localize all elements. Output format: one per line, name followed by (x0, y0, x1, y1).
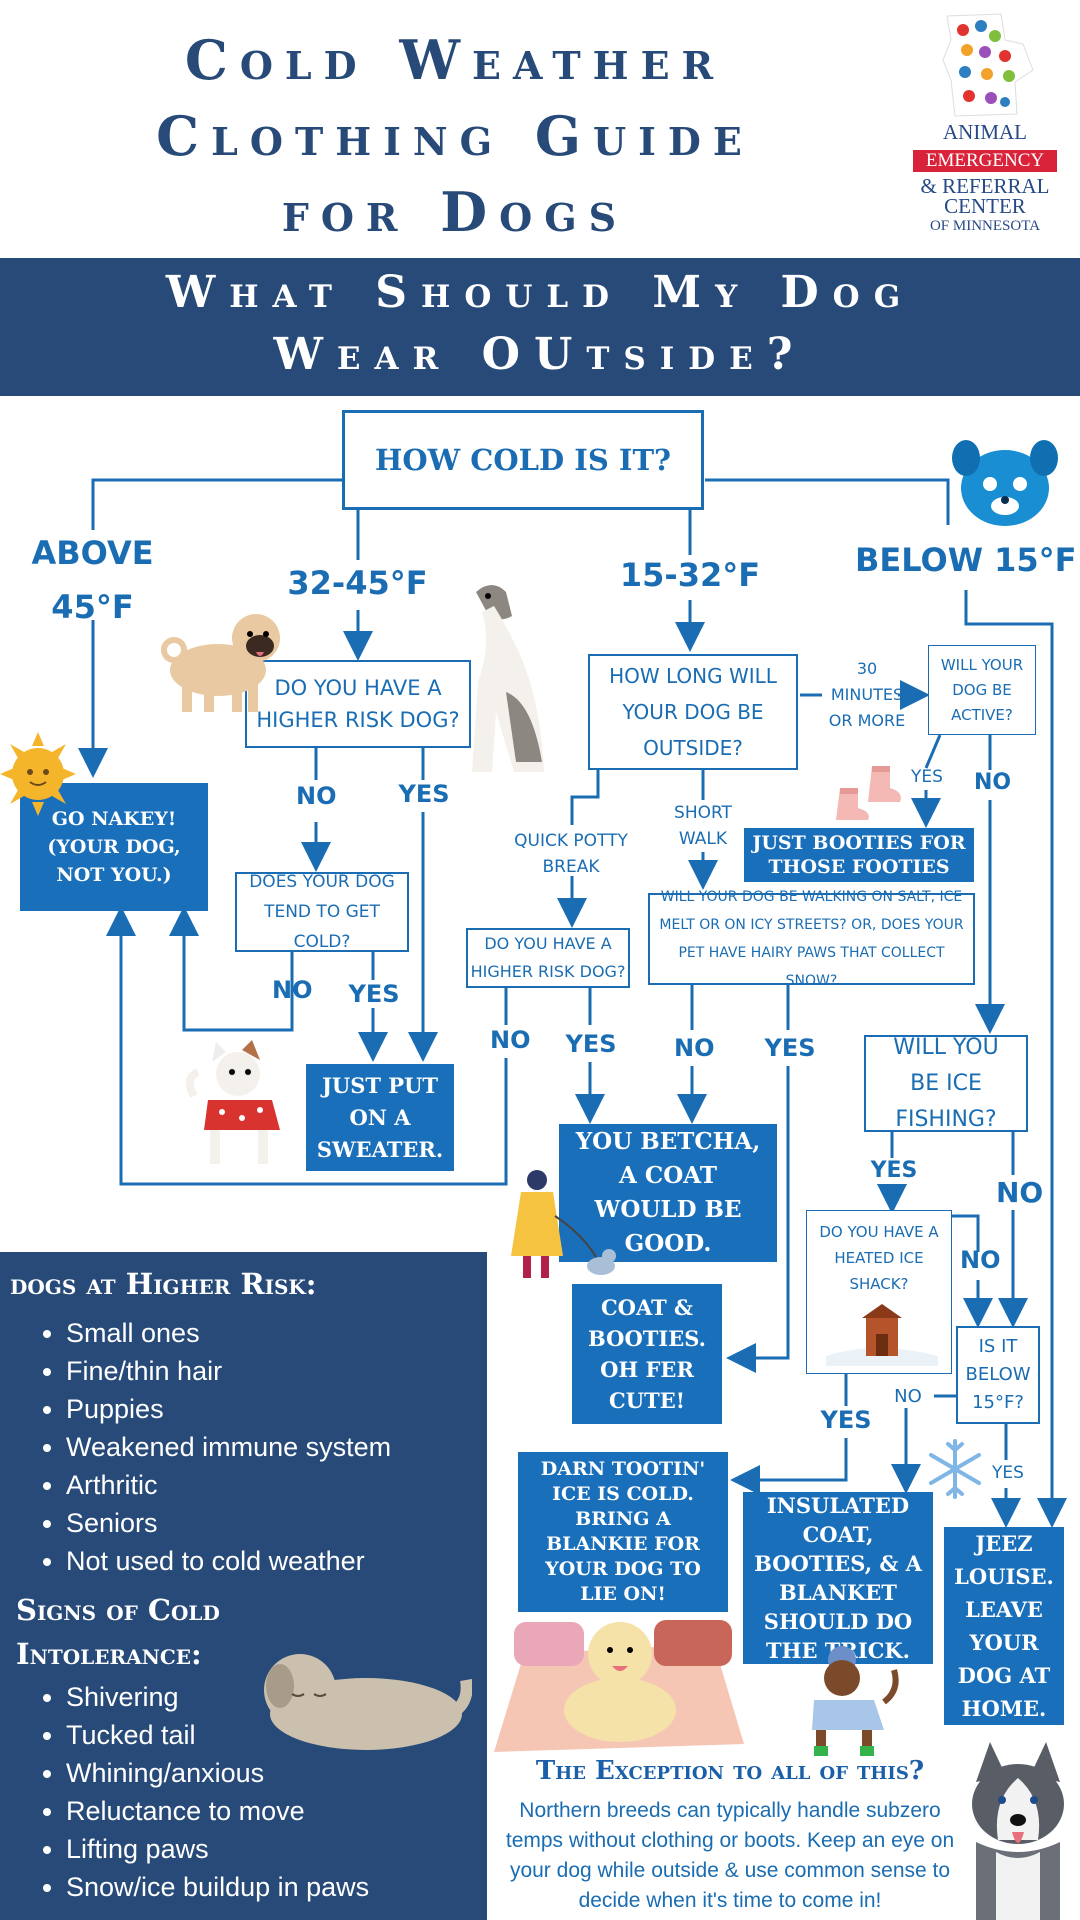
label-no: NO (296, 782, 337, 810)
label-short-walk: SHORT WALK (674, 803, 732, 849)
label-yes: YES (398, 780, 450, 808)
list-item: Fine/thin hair (66, 1352, 391, 1390)
ice-fishing-question: WILL YOU BE ICE FISHING? (864, 1035, 1028, 1132)
higher-risk-list: Small ones Fine/thin hair Puppies Weaken… (38, 1314, 391, 1580)
below-15-question: IS IT BELOW 15°F? (956, 1326, 1040, 1424)
answer-blankie: DARN TOOTIN' ICE IS COLD. BRING A BLANKI… (518, 1452, 728, 1612)
title-line-3: for Dogs (281, 180, 629, 244)
list-item: Small ones (66, 1314, 391, 1352)
signs-heading-line-1: Signs of Cold (16, 1593, 220, 1627)
label-no: NO (894, 1386, 922, 1407)
higher-risk-question-2: DO YOU HAVE A HIGHER RISK DOG? (466, 928, 630, 988)
greyhound-dog-icon (472, 585, 544, 772)
title-line-1: Cold Weather (184, 28, 726, 92)
snowflake-dog-icon (952, 440, 1058, 526)
snowflake-icon (929, 1439, 981, 1499)
label-no: NO (272, 976, 313, 1004)
answer-coat: YOU BETCHA, A COAT WOULD BE GOOD. (559, 1124, 777, 1262)
label-yes: YES (820, 1406, 872, 1434)
how-long-question: HOW LONG WILL YOUR DOG BE OUTSIDE? (588, 654, 798, 770)
answer-coat-booties: COAT & BOOTIES. OH FER CUTE! (572, 1284, 722, 1424)
signs-heading-line-2: Intolerance: (16, 1637, 202, 1671)
label-no: NO (490, 1026, 531, 1054)
temp-above-45-line-2: 45°F (51, 588, 134, 626)
temp-above-45-line-1: ABOVE (31, 534, 154, 572)
ice-shack-icon (826, 1304, 938, 1366)
label-yes: YES (870, 1158, 918, 1183)
will-active-question: WILL YOUR DOG BE ACTIVE? (928, 645, 1036, 735)
label-no: NO (974, 770, 1012, 795)
banner-line-1: What Should My Dog (165, 267, 915, 318)
list-item: Arthritic (66, 1466, 391, 1504)
signs-heading: Signs of Cold Intolerance: (16, 1588, 220, 1676)
answer-booties: JUST BOOTIES FOR THOSE FOOTIES (744, 828, 974, 882)
salt-ice-question: WILL YOUR DOG BE WALKING ON SALT, ICE ME… (648, 889, 975, 989)
temp-32-45: 32-45°F (287, 564, 428, 602)
higher-risk-question-1: DO YOU HAVE A HIGHER RISK DOG? (245, 660, 471, 748)
label-yes: YES (992, 1463, 1024, 1483)
logo-line-3: & REFERRAL (920, 174, 1050, 198)
answer-sweater: JUST PUT ON A SWEATER. (306, 1064, 454, 1171)
booties-icon (836, 766, 901, 820)
label-yes: YES (764, 1034, 816, 1062)
sun-icon (0, 732, 76, 816)
answer-insulated: INSULATED COAT, BOOTIES, & A BLANKET SHO… (743, 1492, 933, 1664)
list-item: Shivering (66, 1678, 369, 1716)
label-30-minutes: 30 MINUTES OR MORE (828, 659, 906, 730)
logo-line-2: EMERGENCY (913, 150, 1057, 172)
list-item: Snow/ice buildup in paws (66, 1868, 369, 1906)
logo: ANIMAL EMERGENCY & REFERRAL CENTER OF MI… (905, 10, 1065, 235)
answer-jeez-louise: JEEZ LOUISE. LEAVE YOUR DOG AT HOME. (944, 1527, 1064, 1725)
list-item: Not used to cold weather (66, 1542, 391, 1580)
label-yes: YES (911, 767, 943, 787)
temp-above-45: ABOVE 45°F (30, 526, 155, 634)
list-item: Whining/anxious (66, 1754, 369, 1792)
label-yes: YES (348, 980, 400, 1008)
list-item: Seniors (66, 1504, 391, 1542)
list-item: Lifting paws (66, 1830, 369, 1868)
banner (0, 258, 1080, 396)
list-item: Puppies (66, 1390, 391, 1428)
exception-title: The Exception to all of this? (535, 1756, 925, 1786)
label-yes: YES (565, 1030, 617, 1058)
label-no: NO (960, 1246, 1001, 1274)
list-item: Tucked tail (66, 1716, 369, 1754)
temp-below-15: BELOW 15°F (855, 541, 1077, 579)
higher-risk-panel: dogs at Higher Risk: Small ones Fine/thi… (0, 1252, 487, 1920)
temp-15-32: 15-32°F (619, 556, 761, 594)
how-cold-node: HOW COLD IS IT? (342, 410, 704, 510)
blanket-dog-icon (494, 1620, 744, 1752)
logo-line-1: ANIMAL (943, 120, 1027, 144)
higher-risk-heading: dogs at Higher Risk: (10, 1267, 317, 1301)
tend-cold-question: DOES YOUR DOG TEND TO GET COLD? (235, 872, 409, 952)
exception-body: Northern breeds can typically handle sub… (505, 1799, 955, 1912)
answer-go-nakey: GO NAKEY! (YOUR DOG, NOT YOU.) (20, 783, 208, 911)
page-title: Cold Weather Clothing Guide for Dogs (70, 22, 840, 250)
label-no: NO (674, 1034, 715, 1062)
sweater-dog-icon (186, 1040, 280, 1164)
list-item: Reluctance to move (66, 1792, 369, 1830)
woman-walking-dog-icon (511, 1170, 616, 1278)
insulated-dog-icon (812, 1646, 899, 1756)
pug-dog-icon (161, 614, 280, 712)
title-line-2: Clothing Guide (156, 104, 754, 168)
logo-line-5: OF MINNESOTA (929, 218, 1041, 234)
sleeping-dog-overlay (264, 1654, 472, 1750)
label-quick-potty: QUICK POTTY BREAK (514, 831, 628, 877)
signs-list: Shivering Tucked tail Whining/anxious Re… (38, 1678, 369, 1906)
minnesota-paw-logo-icon (942, 13, 1034, 117)
logo-line-4: CENTER (944, 194, 1026, 218)
list-item: Weakened immune system (66, 1428, 391, 1466)
banner-heading: What Should My Dog Wear OUtside? (0, 262, 1080, 386)
husky-icon (972, 1742, 1064, 1920)
label-no: NO (996, 1176, 1044, 1209)
banner-line-2: Wear OUtside? (273, 329, 807, 380)
